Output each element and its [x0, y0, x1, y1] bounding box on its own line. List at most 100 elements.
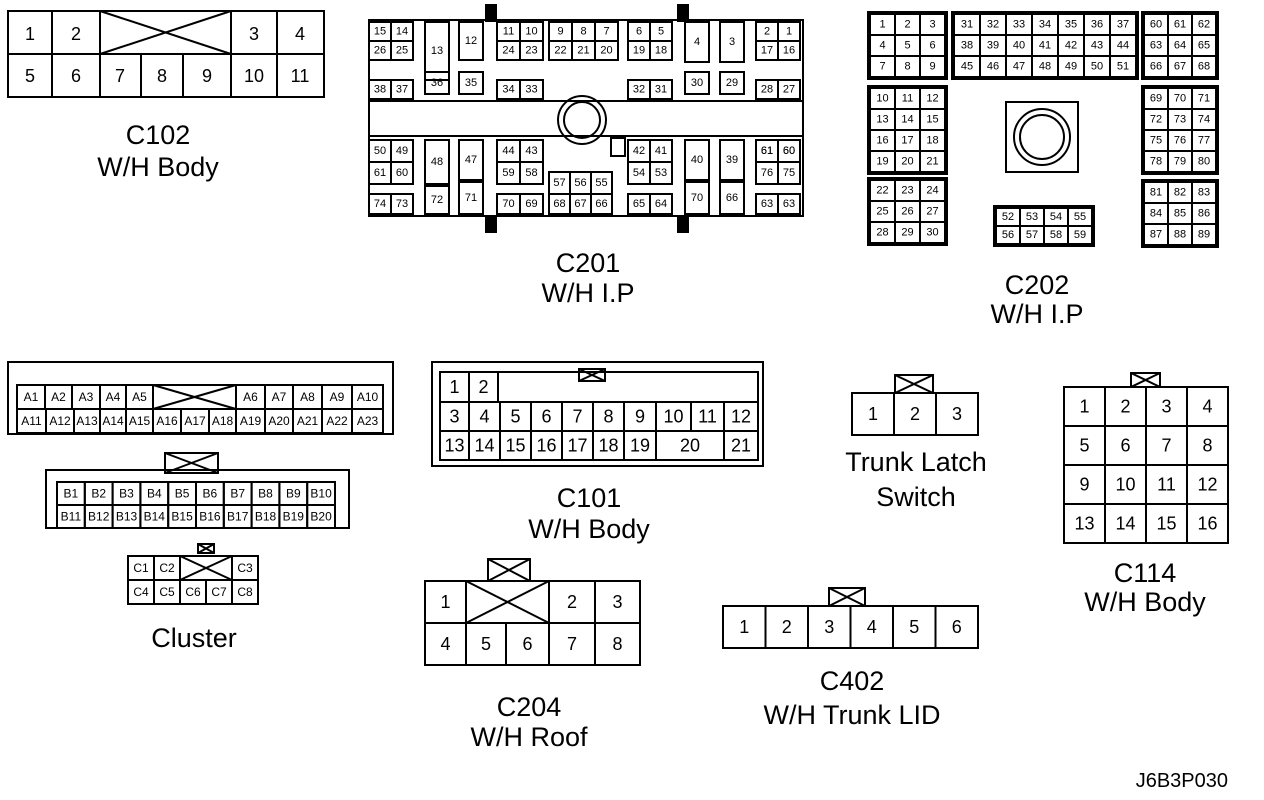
c201-pin: 72 [431, 194, 443, 206]
c201-pin: 18 [655, 45, 667, 57]
c201-pin: 2 [764, 26, 770, 38]
c202-pin: 58 [1050, 229, 1062, 241]
c202-pin: 79 [1174, 156, 1186, 168]
c201-pin: 66 [726, 192, 738, 204]
c101-pin: 9 [635, 407, 645, 427]
cluster-a-pin: A21 [297, 414, 319, 428]
cluster-b-pin: B6 [203, 487, 218, 501]
c201-pin: 59 [502, 167, 514, 179]
connector-outlines [7, 4, 1229, 666]
pin-cavity [390, 193, 414, 215]
pin-cavity [424, 185, 450, 215]
pin-cavity [424, 71, 450, 95]
c201-pin: 32 [633, 84, 645, 96]
c201-pin: 50 [374, 145, 386, 157]
trunk-latch-pin: 1 [868, 404, 878, 424]
c201-pin: 63 [761, 198, 773, 210]
c102-desc: W/H Body [97, 152, 219, 182]
c402-name: C402 [820, 666, 885, 696]
c202-pin: 84 [1150, 208, 1162, 220]
c201-pin: 15 [374, 26, 386, 38]
c202-block [993, 205, 1095, 247]
c102-name: C102 [126, 120, 191, 150]
latch-tab [485, 215, 497, 233]
c402-pin: 6 [952, 617, 962, 637]
pin-cavity [424, 139, 450, 185]
c201-pin: 10 [525, 26, 537, 38]
c101-pin: 20 [680, 436, 700, 456]
c202-pin: 43 [1091, 40, 1103, 52]
c101-pin: 19 [630, 436, 650, 456]
pin-cavity [351, 408, 384, 434]
pin-cavity [719, 181, 745, 215]
c202-pin: 39 [987, 40, 999, 52]
c202-pin: 16 [876, 135, 888, 147]
c201-pin: 17 [761, 45, 773, 57]
c201-pin: 33 [525, 84, 537, 96]
c202-pin: 5 [904, 40, 910, 52]
c402-desc: W/H Trunk LID [763, 700, 940, 730]
c201-pin: 44 [502, 145, 514, 157]
cluster-a-pin: A20 [268, 414, 290, 428]
c202-pin: 71 [1198, 93, 1210, 105]
c202-pin: 40 [1013, 40, 1025, 52]
c202-pin: 60 [1150, 19, 1162, 31]
c201-pin: 12 [465, 35, 477, 47]
pin-cavity [306, 504, 337, 529]
cluster-b-pin: B18 [255, 510, 277, 524]
c202-pin: 85 [1174, 208, 1186, 220]
pin-cavity [684, 181, 710, 215]
c101-pin: 15 [505, 436, 525, 456]
c101-desc: W/H Body [528, 514, 650, 544]
c201-pin: 49 [396, 145, 408, 157]
c202-block [1141, 11, 1219, 80]
pin-cavity [719, 71, 745, 95]
c201-pin: 74 [374, 198, 386, 210]
c201-pin: 36 [431, 77, 443, 89]
c101-pin: 10 [663, 407, 683, 427]
cluster-a-pin: A15 [129, 414, 151, 428]
pin-cavity [1191, 150, 1217, 173]
c201-pin: 20 [600, 45, 612, 57]
c114-pin: 9 [1079, 475, 1089, 495]
c101-pin: 3 [449, 407, 459, 427]
cluster-b-pin: B1 [64, 487, 79, 501]
c202-pin: 70 [1174, 93, 1186, 105]
c114-pin: 8 [1202, 436, 1212, 456]
c202-pin: 67 [1174, 61, 1186, 73]
c101-pin: 12 [731, 407, 751, 427]
blank-cross [1130, 372, 1161, 388]
pin-cavity [1186, 503, 1229, 544]
c202-pin: 42 [1065, 40, 1077, 52]
cluster-c-pin: C5 [159, 585, 175, 599]
c202-pin: 63 [1150, 40, 1162, 52]
c114-pin: 6 [1120, 436, 1130, 456]
pin-cavity [390, 161, 414, 185]
c204-pin: 7 [567, 634, 577, 654]
c204-pin: 2 [567, 592, 577, 612]
c101-pin: 2 [478, 377, 488, 397]
c202-pin: 54 [1050, 211, 1062, 223]
c201-pin: 7 [603, 26, 609, 38]
c201-pin: 1 [786, 26, 792, 38]
c201-pin: 25 [396, 45, 408, 57]
blank-cross [894, 374, 934, 394]
cluster-b-pin: B17 [227, 510, 249, 524]
cluster-b-pin: B16 [199, 510, 221, 524]
pin-cavity [777, 40, 801, 61]
c201-pin: 5 [658, 26, 664, 38]
c201-pin: 70 [502, 198, 514, 210]
c201-pin: 4 [694, 36, 700, 48]
c202-block [951, 11, 1139, 80]
cluster-b-pin: B12 [88, 510, 110, 524]
cluster-b-pin: B10 [310, 487, 332, 501]
latch-tab [485, 4, 497, 22]
c101-pin: 1 [449, 377, 459, 397]
cluster-a-pin: A3 [79, 390, 94, 404]
cluster-a-pin: A13 [76, 414, 98, 428]
c102-pin: 3 [249, 24, 259, 44]
c202-pin: 72 [1150, 114, 1162, 126]
c202-pin: 37 [1117, 19, 1129, 31]
c202-pin: 51 [1117, 61, 1129, 73]
